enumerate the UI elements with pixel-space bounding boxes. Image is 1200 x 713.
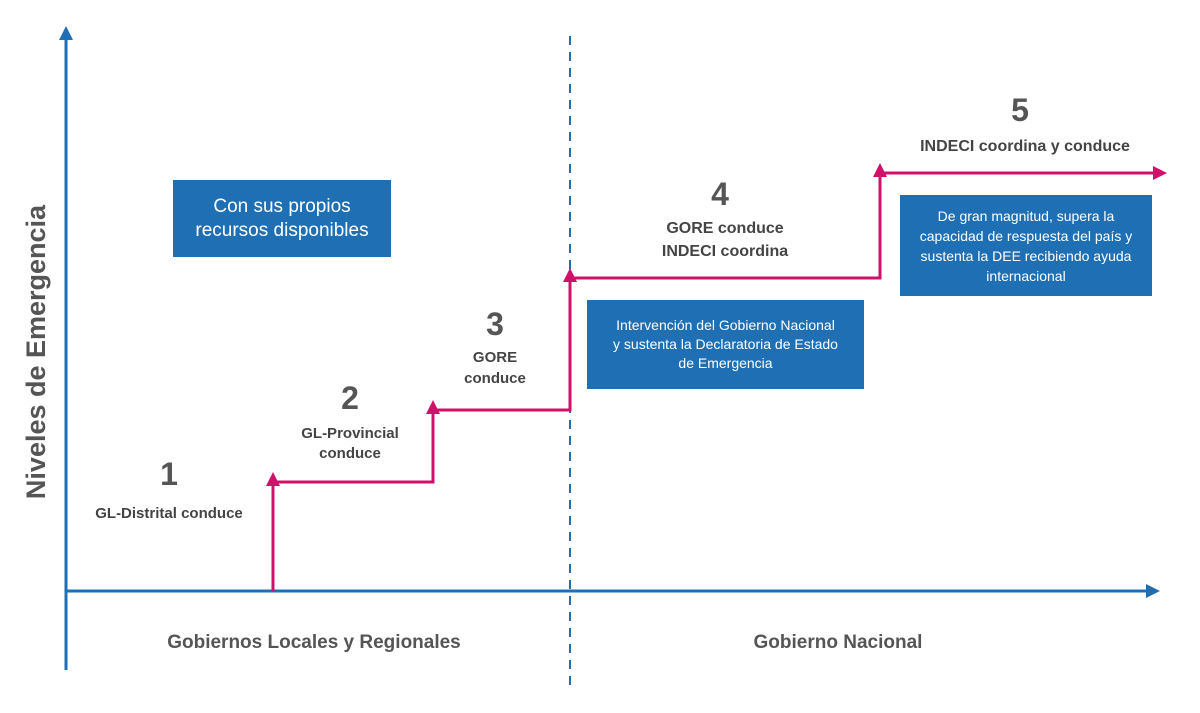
level-2-label-line-1: GL-Provincial xyxy=(301,425,399,442)
step-arrowhead-2 xyxy=(266,472,280,486)
level-4-label-line-1: GORE conduce xyxy=(666,220,783,237)
level-1-label-line-1: GL-Distrital conduce xyxy=(95,505,243,522)
y-axis-label: Niveles de Emergencia xyxy=(21,204,51,499)
x-axis-arrowhead xyxy=(1146,584,1160,598)
level-2-label-line-2: conduce xyxy=(319,445,381,462)
y-axis-arrowhead xyxy=(59,26,73,40)
national-intervention-line-1: Intervención del Gobierno Nacional xyxy=(616,317,835,333)
step-arrowheads xyxy=(266,163,1167,486)
international-aid-line-1: De gran magnitud, supera la xyxy=(937,207,1115,224)
international-aid-line-4: internacional xyxy=(986,267,1066,284)
level-4-label-line-2: INDECI coordina xyxy=(662,243,788,260)
national-intervention-line-2: y sustenta la Declaratoria de Estado xyxy=(613,336,838,352)
national-intervention-box: Intervención del Gobierno Nacional y sus… xyxy=(587,300,864,389)
international-aid-box: De gran magnitud, supera la capacidad de… xyxy=(900,195,1152,296)
step-line xyxy=(271,171,1155,591)
level-3-label-line-1: GORE xyxy=(473,349,517,366)
own-resources-box: Con sus propios recursos disponibles xyxy=(173,180,391,257)
national-intervention-line-3: de Emergencia xyxy=(678,355,773,371)
step-arrowhead-end xyxy=(1153,166,1167,180)
step-arrowhead-4 xyxy=(563,268,577,282)
level-5-number: 5 xyxy=(1011,92,1029,128)
region-label-left: Gobiernos Locales y Regionales xyxy=(167,632,461,653)
international-aid-line-2: capacidad de respuesta del país y xyxy=(919,227,1133,244)
own-resources-line-1: Con sus propios xyxy=(213,195,351,217)
level-3-number: 3 xyxy=(486,306,504,342)
region-label-right: Gobierno Nacional xyxy=(754,632,923,653)
step-arrowhead-3 xyxy=(426,400,440,414)
step-arrowhead-5 xyxy=(873,163,887,177)
level-2-number: 2 xyxy=(341,380,359,416)
own-resources-line-2: recursos disponibles xyxy=(195,219,369,241)
level-5-label-line-1: INDECI coordina y conduce xyxy=(920,138,1130,155)
step-segment-1 xyxy=(271,171,1155,591)
international-aid-line-3: sustenta la DEE recibiendo ayuda xyxy=(920,247,1132,264)
level-4-number: 4 xyxy=(711,176,729,212)
level-1-number: 1 xyxy=(160,456,178,492)
level-3-label-line-2: conduce xyxy=(464,370,526,387)
